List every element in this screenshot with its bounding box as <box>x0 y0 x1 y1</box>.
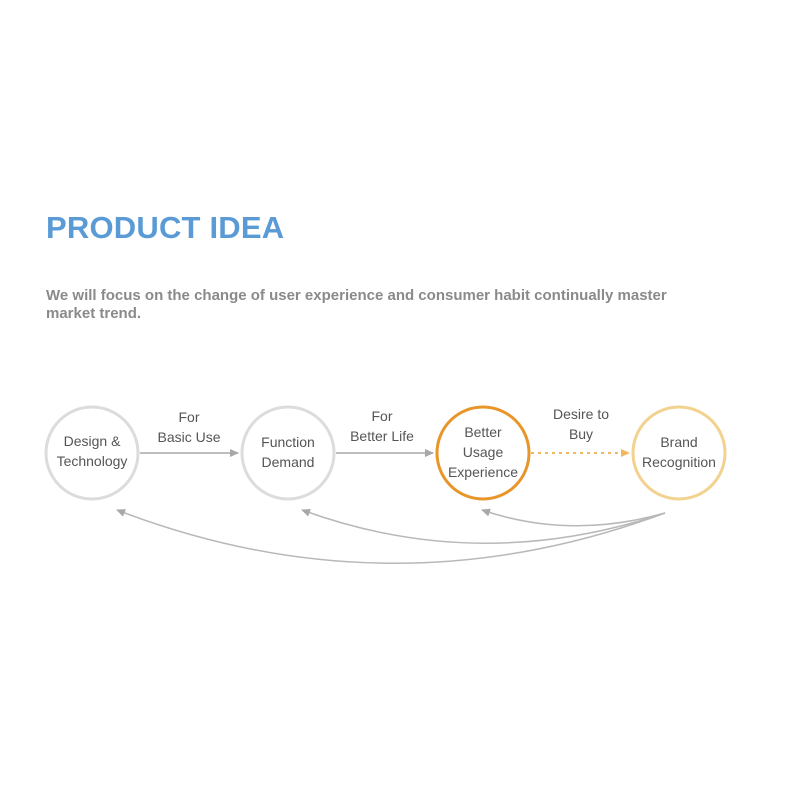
node-better-usage-experience: Better Usage Experience <box>435 405 531 501</box>
edge-label-better-life-line1: For <box>372 408 393 424</box>
node-better-usage-experience-line3: Experience <box>448 464 518 480</box>
feedback-arrow-to-design <box>116 509 666 564</box>
node-function-demand-line2: Demand <box>262 454 315 470</box>
page-title: PRODUCT IDEA <box>46 210 285 245</box>
edge-label-desire-to-buy: Desire to Buy <box>553 406 609 442</box>
edge-label-basic-use-line2: Basic Use <box>157 429 220 445</box>
edge-label-basic-use: For Basic Use <box>157 409 220 445</box>
node-design-technology: Design & Technology <box>44 405 140 501</box>
node-better-usage-experience-line1: Better <box>464 424 502 440</box>
node-design-technology-line2: Technology <box>57 453 128 469</box>
node-design-technology-line1: Design & <box>64 433 121 449</box>
node-better-usage-experience-line2: Usage <box>463 444 504 460</box>
node-brand-recognition-line1: Brand <box>660 434 697 450</box>
feedback-arrow-to-function <box>301 508 666 544</box>
node-brand-recognition-line2: Recognition <box>642 454 716 470</box>
edge-label-better-life-line2: Better Life <box>350 428 414 444</box>
node-brand-recognition: Brand Recognition <box>631 405 727 501</box>
feedback-arrow-to-experience <box>481 508 666 527</box>
node-function-demand: Function Demand <box>240 405 336 501</box>
edge-label-better-life: For Better Life <box>350 408 414 444</box>
page-subtitle: We will focus on the change of user expe… <box>46 287 667 322</box>
node-function-demand-line1: Function <box>261 434 315 450</box>
edge-label-desire-to-buy-line2: Buy <box>569 426 593 442</box>
edge-label-desire-to-buy-line1: Desire to <box>553 406 609 422</box>
edge-label-basic-use-line1: For <box>179 409 200 425</box>
